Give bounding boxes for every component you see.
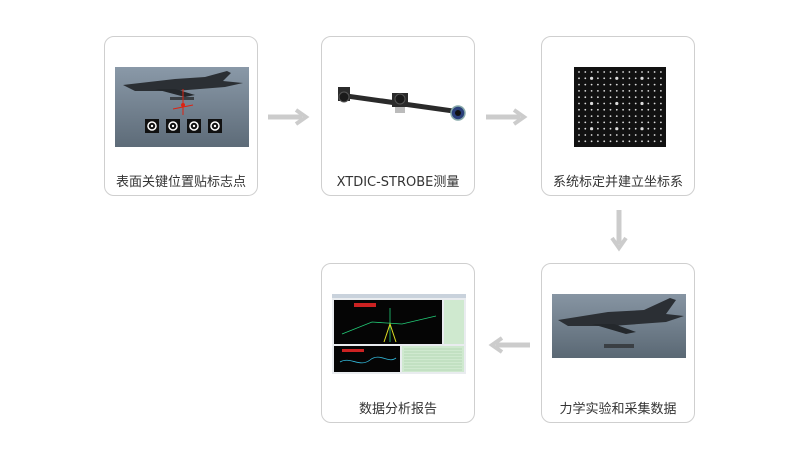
arrow-left-icon <box>488 336 530 354</box>
arrow-right-icon <box>486 108 528 126</box>
step-label: 力学实验和采集数据 <box>559 402 677 417</box>
step-label: 数据分析报告 <box>358 402 437 417</box>
camera-right <box>450 105 466 121</box>
arrow-down-icon <box>610 210 628 252</box>
step-card-markers: 表面关键位置贴标志点 <box>104 36 258 196</box>
step-label: 表面关键位置贴标志点 <box>115 175 246 190</box>
step-card-report: 数据分析报告 <box>321 263 475 423</box>
step-card-calibration: 系统标定并建立坐标系 <box>541 36 695 196</box>
step-card-experiment: 力学实验和采集数据 <box>541 263 695 423</box>
marker-targets <box>145 119 222 133</box>
analysis-software-image <box>332 294 466 374</box>
step-label: XTDIC-STROBE测量 <box>336 175 460 190</box>
calibration-board-image <box>552 67 686 147</box>
jet-with-markers-image <box>115 67 249 147</box>
camera-center <box>392 93 408 113</box>
jet-test-image <box>552 294 686 374</box>
step-label: 系统标定并建立坐标系 <box>552 175 683 190</box>
camera-left <box>338 87 350 103</box>
stereo-camera-rig-image <box>332 67 466 147</box>
step-card-measurement: XTDIC-STROBE测量 <box>321 36 475 196</box>
arrow-right-icon <box>268 108 310 126</box>
